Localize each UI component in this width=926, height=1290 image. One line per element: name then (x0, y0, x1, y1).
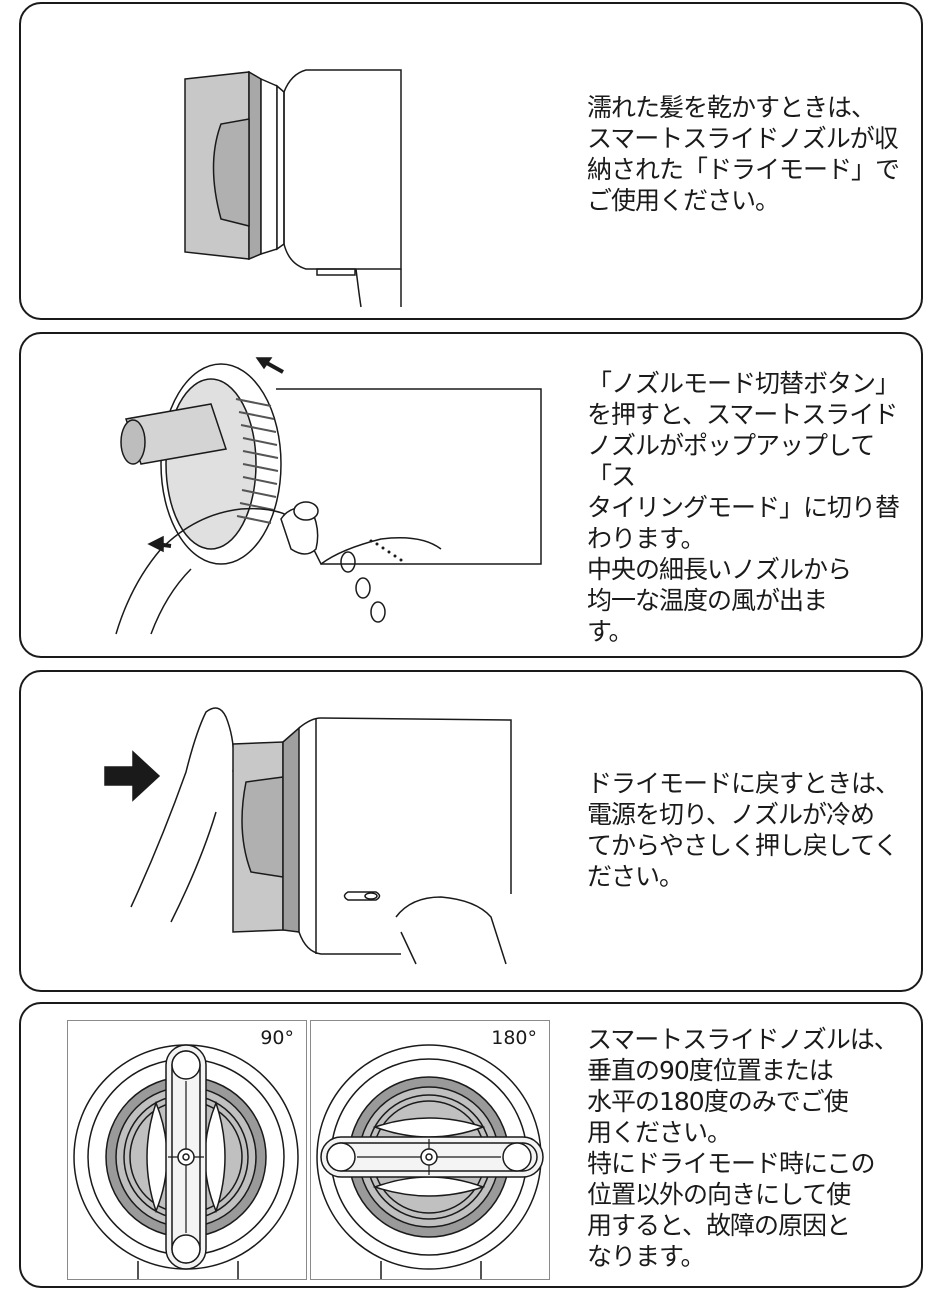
nozzle-horizontal-diagram (316, 1044, 544, 1279)
instruction-text: 濡れた髪を乾かすときは、 スマートスライドノズルが収 納された「ドライモード」で… (587, 93, 900, 215)
instruction-panel-push-back: ドライモードに戻すときは、 電源を切り、ノズルが冷め てからやさしく押し戻してく… (19, 670, 923, 992)
dryer-dry-mode-illustration (184, 69, 402, 308)
diagram-90-degrees: 90° (67, 1020, 307, 1280)
angle-label-90: 90° (260, 1027, 294, 1049)
instruction-text: 「ノズルモード切替ボタン」 を押すと、スマートスライド ノズルがポップアップして… (587, 369, 900, 646)
instruction-text: ドライモードに戻すときは、 電源を切り、ノズルが冷め てからやさしく押し戻してく… (587, 769, 900, 891)
dryer-push-back-illustration (104, 707, 512, 965)
instruction-panel-nozzle-popup: 「ノズルモード切替ボタン」 を押すと、スマートスライド ノズルがポップアップして… (19, 332, 923, 658)
angle-label-180: 180° (491, 1027, 537, 1049)
instruction-panel-nozzle-orientation: 90° 180° (19, 1002, 923, 1288)
nozzle-vertical-diagram (73, 1044, 299, 1279)
instruction-text: スマートスライドノズルは、 垂直の90度位置または 水平の180度のみでご使 用… (587, 1025, 899, 1271)
instruction-panel-dry-mode: 濡れた髪を乾かすときは、 スマートスライドノズルが収 納された「ドライモード」で… (19, 2, 923, 320)
dryer-nozzle-popup-illustration (115, 357, 542, 635)
diagram-180-degrees: 180° (310, 1020, 550, 1280)
